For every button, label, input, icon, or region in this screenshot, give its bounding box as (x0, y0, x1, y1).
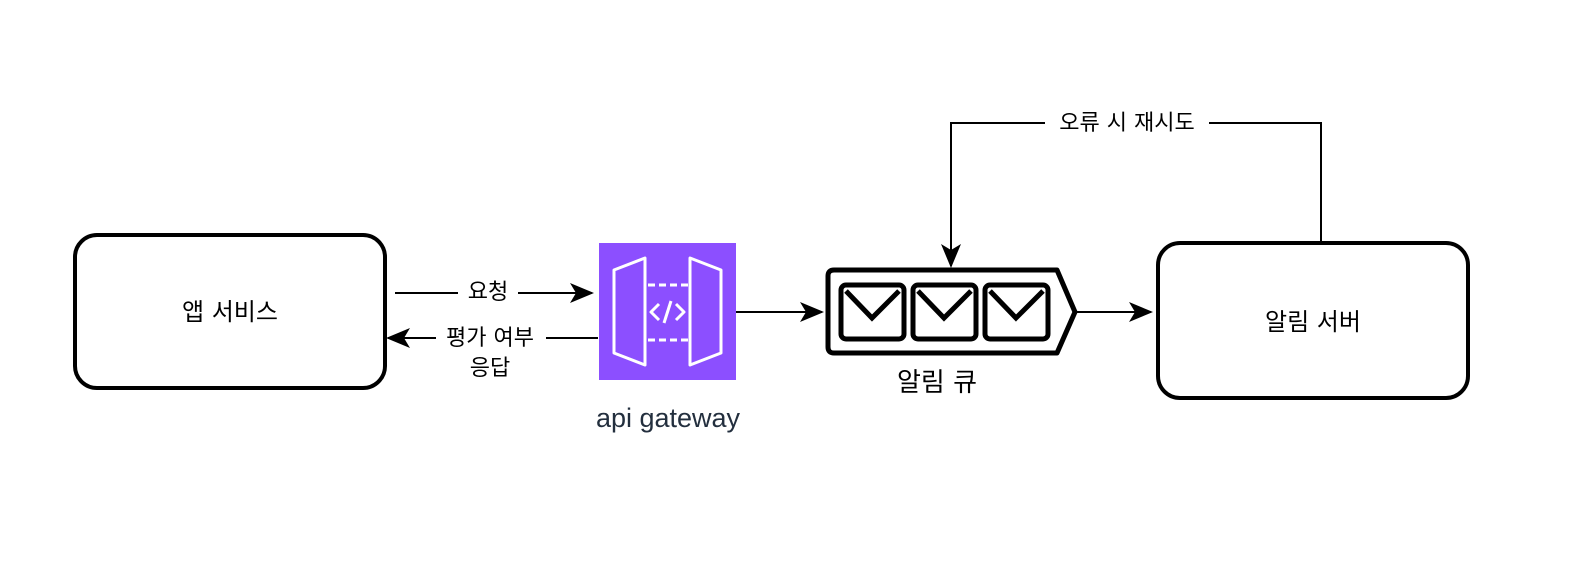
message-icon (982, 282, 1051, 342)
response-label-line2: 응답 (470, 356, 510, 381)
api-gateway-label: api gateway (596, 403, 741, 433)
app-service-node[interactable]: 앱 서비스 (73, 233, 387, 390)
message-icon (838, 282, 907, 342)
retry-label: 오류 시 재시도 (1059, 111, 1194, 136)
api-gateway-node[interactable]: api gateway (596, 243, 741, 433)
response-edge[interactable]: 평가 여부 응답 (386, 322, 598, 381)
message-icon (910, 282, 979, 342)
request-label: 요청 (468, 280, 508, 305)
queue-label: 알림 큐 (897, 368, 977, 398)
request-edge[interactable]: 요청 (395, 275, 594, 305)
response-label-line1: 평가 여부 (446, 326, 534, 351)
notify-server-label: 알림 서버 (1265, 308, 1361, 336)
queue-node[interactable]: 알림 큐 (825, 267, 1078, 398)
notify-server-node[interactable]: 알림 서버 (1156, 241, 1470, 400)
app-service-label: 앱 서비스 (182, 298, 278, 326)
retry-edge[interactable]: 오류 시 재시도 (941, 106, 1322, 268)
